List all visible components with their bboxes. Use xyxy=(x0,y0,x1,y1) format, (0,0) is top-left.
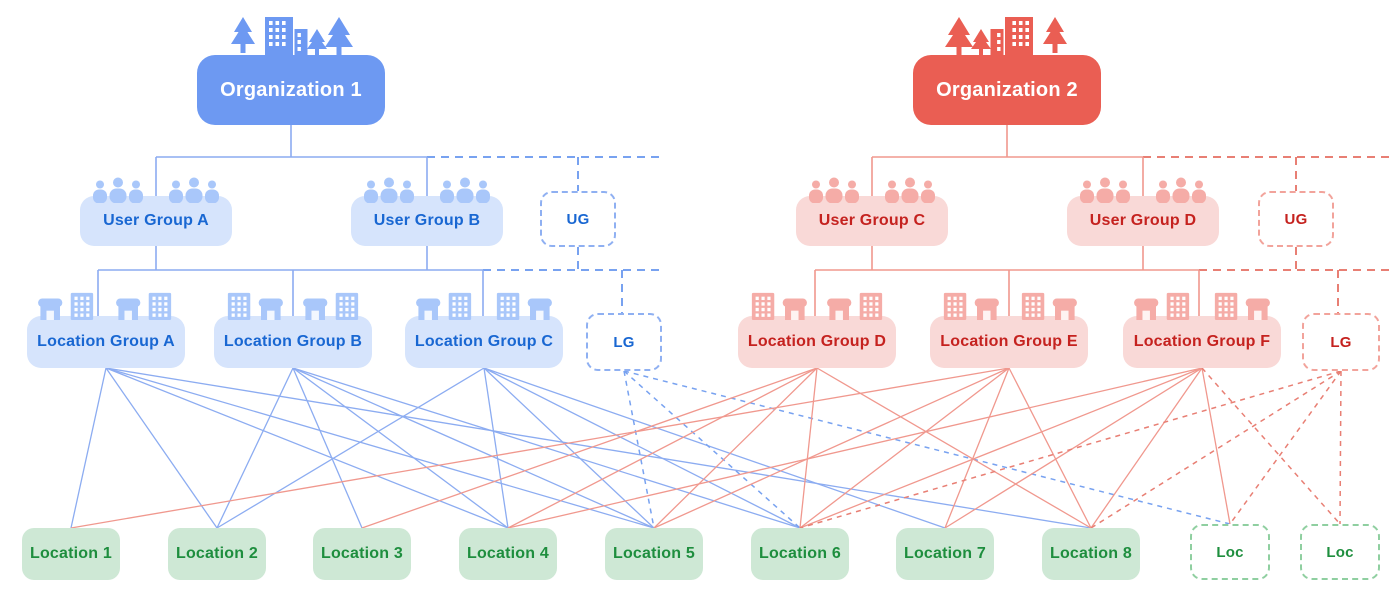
node-location-4: Location 4 xyxy=(459,528,557,580)
node-label: Location Group E xyxy=(940,333,1078,350)
node-label: Loc xyxy=(1326,543,1354,561)
node-label: Location 6 xyxy=(758,545,841,562)
node-loc-placeholder-1: Loc xyxy=(1190,524,1270,580)
node-user-group-c: User Group C xyxy=(796,196,948,246)
node-location-2: Location 2 xyxy=(168,528,266,580)
node-label: Location 1 xyxy=(29,545,112,562)
node-label: Organization 1 xyxy=(220,78,362,101)
node-ug-placeholder-red: UG xyxy=(1258,191,1334,247)
node-label: Location 5 xyxy=(612,545,695,562)
node-loc-placeholder-2: Loc xyxy=(1300,524,1380,580)
node-label: Location Group F xyxy=(1133,333,1271,350)
node-location-group-e: Location Group E xyxy=(930,316,1088,368)
node-location-7: Location 7 xyxy=(896,528,994,580)
node-ug-placeholder-blue: UG xyxy=(540,191,616,247)
node-label: User Group D xyxy=(1089,212,1197,229)
node-location-3: Location 3 xyxy=(313,528,411,580)
node-label: Location 3 xyxy=(320,545,403,562)
node-label: UG xyxy=(1284,210,1308,228)
node-location-group-b: Location Group B xyxy=(214,316,372,368)
node-label: Loc xyxy=(1216,543,1244,561)
node-organization-1: Organization 1 xyxy=(197,55,385,125)
node-label: Location 4 xyxy=(466,545,549,562)
node-label: Location Group D xyxy=(747,333,887,350)
node-organization-2: Organization 2 xyxy=(913,55,1101,125)
node-label: UG xyxy=(566,210,590,228)
node-location-group-a: Location Group A xyxy=(27,316,185,368)
node-location-6: Location 6 xyxy=(751,528,849,580)
node-label: Location Group B xyxy=(223,333,363,350)
node-location-8: Location 8 xyxy=(1042,528,1140,580)
node-label: Location 7 xyxy=(903,545,986,562)
node-label: User Group B xyxy=(373,212,481,229)
node-label: LG xyxy=(1330,333,1352,351)
node-lg-placeholder-blue: LG xyxy=(586,313,662,371)
node-location-group-d: Location Group D xyxy=(738,316,896,368)
node-label: Location Group A xyxy=(37,333,175,350)
node-location-5: Location 5 xyxy=(605,528,703,580)
node-label: User Group A xyxy=(103,212,209,229)
node-label: User Group C xyxy=(818,212,926,229)
node-label: Organization 2 xyxy=(936,78,1078,101)
node-label: Location 2 xyxy=(175,545,258,562)
node-location-group-c: Location Group C xyxy=(405,316,563,368)
node-label: LG xyxy=(613,333,635,351)
node-user-group-b: User Group B xyxy=(351,196,503,246)
node-lg-placeholder-red: LG xyxy=(1302,313,1380,371)
node-label: Location 8 xyxy=(1049,545,1132,562)
node-label: Location Group C xyxy=(414,333,554,350)
node-user-group-a: User Group A xyxy=(80,196,232,246)
node-location-group-f: Location Group F xyxy=(1123,316,1281,368)
node-user-group-d: User Group D xyxy=(1067,196,1219,246)
node-location-1: Location 1 xyxy=(22,528,120,580)
